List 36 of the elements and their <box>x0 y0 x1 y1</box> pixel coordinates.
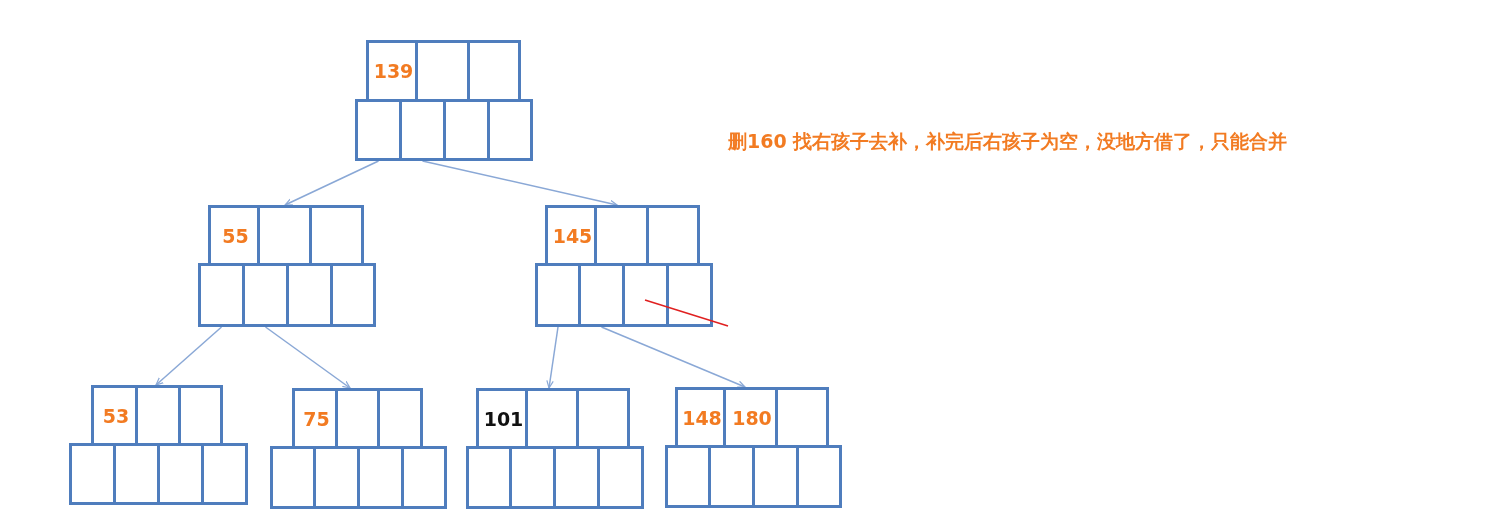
key-row <box>545 205 700 266</box>
pointer-cell <box>487 99 533 161</box>
key-row <box>675 387 829 448</box>
key-cell: 148 <box>678 390 726 445</box>
arrow <box>155 326 223 386</box>
pointer-cell <box>270 446 316 509</box>
key-row <box>476 388 630 449</box>
key-cell: 55 <box>211 208 260 263</box>
pointer-cell <box>198 263 245 327</box>
arrow <box>600 326 746 388</box>
key-row <box>292 388 423 449</box>
arrow <box>284 160 380 206</box>
key-cell: 145 <box>548 208 597 263</box>
arrow <box>421 160 618 208</box>
pointer-cell <box>666 263 713 327</box>
arrow <box>264 326 351 389</box>
pointer-cell <box>69 443 116 505</box>
pointer-cell <box>535 263 581 327</box>
pointer-cell <box>401 446 447 509</box>
key-cell: 101 <box>479 391 528 446</box>
key-row <box>366 40 521 102</box>
key-cell: 75 <box>295 391 338 446</box>
pointer-cell <box>201 443 248 505</box>
pointer-cell <box>330 263 376 327</box>
pointer-cell <box>355 99 402 161</box>
pointer-cell <box>665 445 711 508</box>
key-cell: 53 <box>94 388 138 443</box>
arrow <box>546 326 559 389</box>
annotation-text: 删160 找右孩子去补，补完后右孩子为空，没地方借了，只能合并 <box>728 129 1288 154</box>
pointer-cell <box>796 445 842 508</box>
key-cell: 139 <box>369 43 418 99</box>
pointer-cell <box>466 446 512 509</box>
pointer-cell <box>597 446 644 509</box>
key-row <box>208 205 364 266</box>
key-row <box>91 385 223 446</box>
key-cell: 180 <box>723 390 778 445</box>
